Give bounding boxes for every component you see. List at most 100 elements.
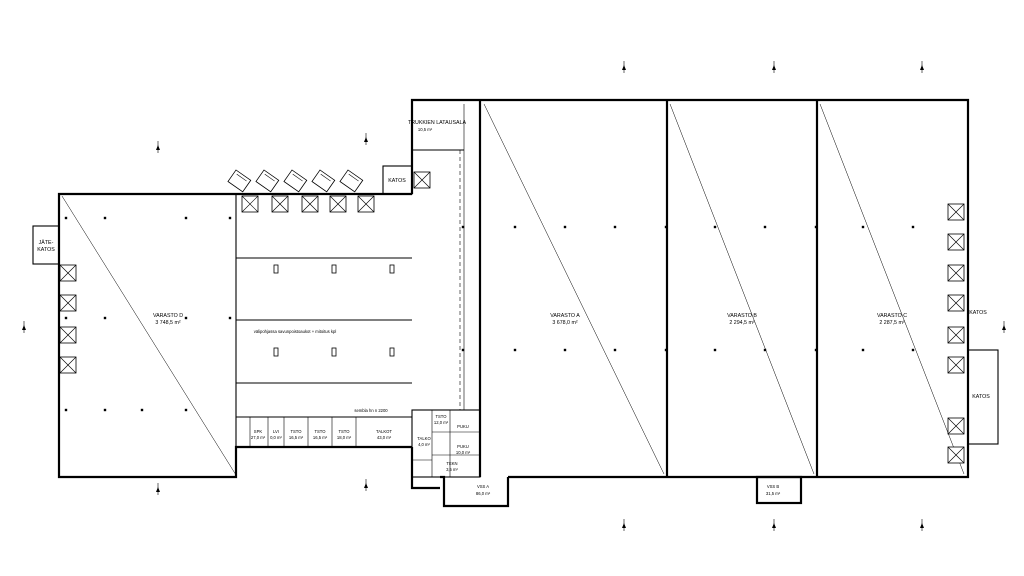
dock-x — [357, 195, 375, 213]
label-katos-top: KATOS — [388, 178, 406, 184]
area-varasto-d: 3 748,5 m² — [155, 320, 181, 326]
core-box — [411, 409, 481, 478]
dock-x — [271, 195, 289, 213]
angled-docks — [227, 169, 364, 193]
label-vss-a: VSS A — [477, 484, 489, 489]
column — [184, 408, 188, 412]
label-katos-right-small: KATOS — [969, 310, 987, 316]
dock-x — [59, 326, 77, 344]
note-sembla: sembla hn n 2200 — [354, 408, 388, 413]
dock-x — [947, 294, 965, 312]
dock-west — [59, 356, 77, 374]
dock-west — [59, 264, 77, 282]
dock-east — [947, 417, 965, 435]
wall-core-lower — [410, 447, 440, 490]
column — [513, 225, 517, 229]
column — [563, 348, 567, 352]
dock-north — [357, 195, 375, 213]
column — [103, 316, 107, 320]
dock-top — [413, 171, 431, 189]
label-varasto-b: VARASTO B — [727, 313, 757, 319]
smoke-vent — [389, 264, 395, 274]
smoke-vent — [389, 347, 395, 357]
label-tsto-2: TSTO — [314, 429, 326, 434]
area-talkot: 43,0 m² — [377, 435, 392, 440]
truck-bay-outline — [283, 169, 308, 193]
label-varasto-d: VARASTO D — [153, 313, 183, 319]
smoke-vent — [273, 347, 279, 357]
dock-north — [241, 195, 259, 213]
truck-bay-line — [236, 173, 247, 182]
column — [814, 225, 818, 229]
label-puku: PUKU — [457, 424, 469, 429]
dock-x — [947, 356, 965, 374]
area-spk: 27,0 m² — [251, 435, 266, 440]
dock-north — [271, 195, 289, 213]
dock-x — [241, 195, 259, 213]
column — [613, 225, 617, 229]
column — [814, 348, 818, 352]
katos-large-box — [967, 349, 999, 445]
column — [763, 225, 767, 229]
column-grid — [64, 216, 915, 412]
area-tsto-3: 18,0 m² — [337, 435, 352, 440]
column — [103, 408, 107, 412]
label-varasto-c: VARASTO C — [877, 313, 907, 319]
dock-east — [947, 326, 965, 344]
label-varasto-a: VARASTO A — [550, 313, 580, 319]
truck-bay-line — [292, 173, 303, 182]
column — [861, 348, 865, 352]
label-tsto-hall: TSTO — [435, 414, 447, 419]
area-tsto-2: 16,5 m² — [313, 435, 328, 440]
label-jatekatos-1: JÄTE- — [39, 239, 54, 246]
dock-east — [947, 446, 965, 464]
column — [103, 216, 107, 220]
smoke-vent — [331, 264, 337, 274]
area-vss-b: 31,5 m² — [766, 491, 781, 496]
dock-x — [947, 326, 965, 344]
dock-north — [301, 195, 319, 213]
area-lvi: 0,0 m² — [270, 435, 282, 440]
dock-x — [947, 446, 965, 464]
section-markers — [22, 61, 1006, 531]
truck-bay — [283, 169, 308, 193]
column — [613, 348, 617, 352]
dock-x — [947, 417, 965, 435]
column — [461, 225, 465, 229]
mid-markers — [273, 264, 395, 357]
dock-north — [329, 195, 347, 213]
wall-vss-b — [755, 475, 803, 505]
column — [64, 216, 68, 220]
truck-bay — [227, 169, 252, 193]
diag-d — [61, 195, 237, 476]
dock-east — [947, 264, 965, 282]
label-vss-b: VSS B — [767, 484, 780, 489]
column — [64, 408, 68, 412]
truck-bay — [255, 169, 280, 193]
label-jatekatos-2: KATOS — [37, 247, 55, 253]
area-varasto-c: 2 287,5 m² — [879, 320, 905, 326]
docks — [59, 171, 965, 464]
label-latausala: TRUKKIEN LATAUSALA — [408, 120, 467, 126]
column — [563, 225, 567, 229]
area-talko-2: 4,0 m² — [418, 442, 430, 447]
dock-x — [947, 264, 965, 282]
label-talkot: TALKOT — [376, 429, 392, 434]
label-lvi: LVI — [273, 429, 279, 434]
label-puku-2: PUKU — [457, 444, 469, 449]
dock-west — [59, 326, 77, 344]
column — [763, 348, 767, 352]
column — [184, 216, 188, 220]
jatekatos-box — [32, 225, 60, 265]
column — [228, 216, 232, 220]
label-talko-2: TALKO — [417, 436, 431, 441]
column — [664, 225, 668, 229]
truck-bay-outline — [227, 169, 252, 193]
truck-bay — [311, 169, 336, 193]
column — [861, 225, 865, 229]
dock-x — [947, 203, 965, 221]
dock-east — [947, 294, 965, 312]
area-latausala: 10,5 m² — [418, 127, 433, 132]
column — [911, 348, 915, 352]
wall-west-wing — [57, 192, 412, 479]
